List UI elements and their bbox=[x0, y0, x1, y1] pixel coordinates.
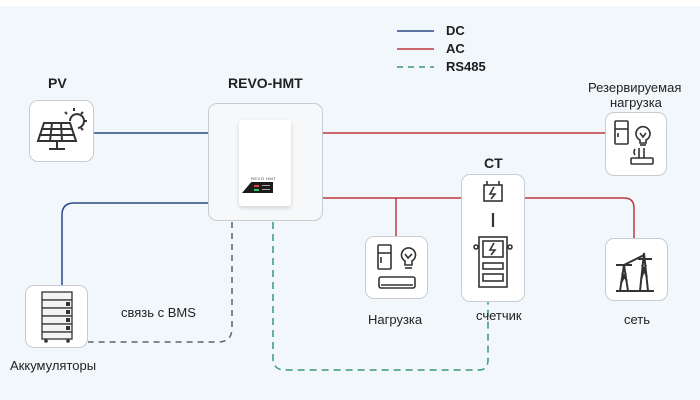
inverter-icon: REVO HMT bbox=[239, 120, 291, 206]
inverter-node[interactable]: REVO HMT bbox=[208, 103, 323, 221]
legend-dc-label: DC bbox=[446, 23, 465, 38]
legend-ac-label: AC bbox=[446, 41, 465, 56]
bms-link-label: связь с BMS bbox=[121, 305, 196, 320]
legend-rs485-label: RS485 bbox=[446, 59, 486, 74]
load-label: Нагрузка bbox=[368, 312, 423, 327]
pv-label: PV bbox=[48, 75, 67, 91]
top-band bbox=[0, 0, 700, 6]
ac-line-ct-grid bbox=[525, 197, 635, 238]
ct-label: CT bbox=[484, 155, 503, 171]
meter-label: счетчик bbox=[476, 308, 522, 323]
inverter-display bbox=[242, 182, 273, 193]
load-node[interactable] bbox=[365, 236, 428, 299]
bms-link-line bbox=[88, 222, 233, 343]
backup-load-label-line2: нагрузка bbox=[610, 95, 662, 110]
inverter-brand-text: REVO HMT bbox=[251, 176, 277, 181]
meter-icon bbox=[473, 181, 513, 288]
ct-node[interactable] bbox=[461, 174, 525, 302]
backup-load-node[interactable] bbox=[605, 112, 667, 176]
grid-node[interactable] bbox=[605, 238, 668, 301]
pv-node[interactable] bbox=[29, 100, 94, 162]
battery-node[interactable] bbox=[25, 285, 88, 348]
solar-panel-icon bbox=[36, 108, 87, 150]
battery-label: Аккумуляторы bbox=[10, 358, 97, 373]
battery-stack-icon bbox=[41, 291, 73, 343]
backup-load-label-line1: Резервируемая bbox=[588, 80, 682, 95]
grid-label: сеть bbox=[624, 312, 651, 327]
appliances-ac-icon bbox=[377, 244, 417, 289]
dc-line-battery-inverter bbox=[61, 202, 208, 285]
inverter-label: REVO-HMT bbox=[228, 75, 303, 91]
power-tower-icon bbox=[616, 252, 654, 292]
appliances-router-icon bbox=[614, 120, 654, 165]
rs485-line bbox=[272, 222, 489, 371]
